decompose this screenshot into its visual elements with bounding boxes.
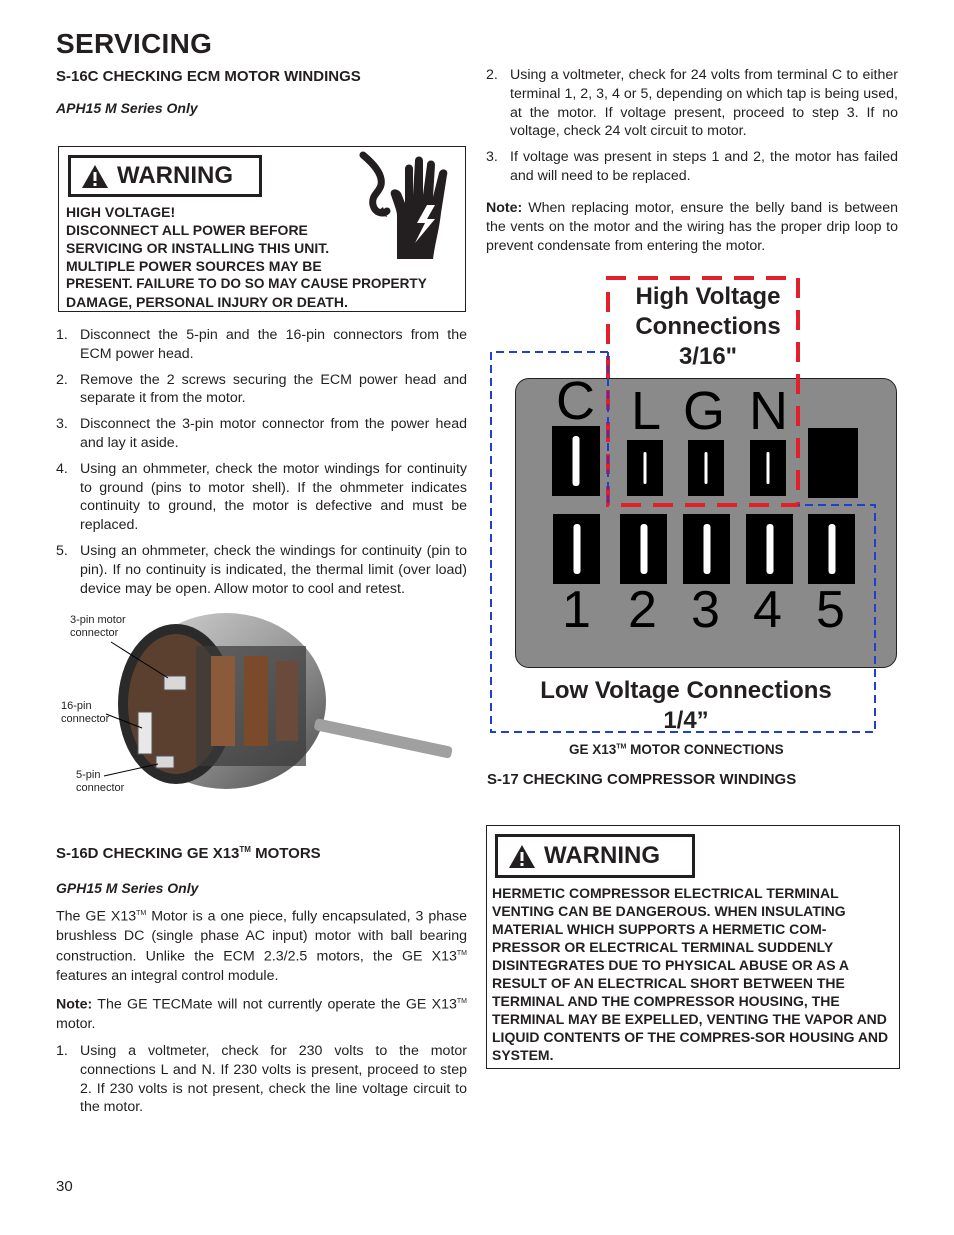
- compressor-warning-text: HERMETIC COMPRESSOR ELECTRICAL TERMINAL …: [492, 885, 889, 1063]
- list-item: 3.Disconnect the 3-pin motor connector f…: [56, 416, 467, 451]
- s16d-heading: S-16D CHECKING GE X13TM MOTORS: [56, 845, 321, 862]
- warning-line: DAMAGE, PERSONAL INJURY OR DEATH.: [66, 294, 348, 310]
- warning-badge: WARNING: [495, 834, 695, 878]
- list-item: 1.Disconnect the 5-pin and the 16-pin co…: [56, 327, 467, 362]
- right-steps: 2.Using a voltmeter, check for 24 volts …: [486, 66, 898, 193]
- s16d-paragraph: The GE X13TM Motor is a one piece, fully…: [56, 908, 467, 984]
- list-item: 4.Using an ohmmeter, check the motor win…: [56, 460, 467, 534]
- s16d-note: Note: The GE TECMate will not currently …: [56, 996, 467, 1032]
- s16c-subtitle: APH15 M Series Only: [56, 100, 198, 116]
- diagram-caption: GE X13TM MOTOR CONNECTIONS: [569, 742, 784, 757]
- warning-line: DISCONNECT ALL POWER BEFORE: [66, 222, 308, 238]
- warning-line: PRESENT. FAILURE TO DO SO MAY CAUSE PROP…: [66, 276, 427, 291]
- page-title: SERVICING: [56, 28, 213, 59]
- terminal-letter-g: G: [683, 381, 726, 441]
- pin-l: [627, 440, 663, 496]
- terminal-number-2: 2: [628, 581, 657, 639]
- compressor-warning-box: WARNING HERMETIC COMPRESSOR ELECTRICAL T…: [486, 825, 900, 1069]
- low-voltage-label: Low Voltage Connections 1/4”: [540, 677, 832, 734]
- terminal-letter-c: C: [556, 371, 595, 431]
- pin-n: [750, 440, 786, 496]
- s16c-heading: S-16C CHECKING ECM MOTOR WINDINGS: [56, 68, 361, 85]
- terminal-number-1: 1: [562, 581, 591, 639]
- warning-badge-label: WARNING: [117, 162, 233, 189]
- terminal-number-3: 3: [691, 581, 720, 639]
- pin-blank: [808, 428, 858, 498]
- pin-1: [553, 514, 600, 584]
- terminal-letter-l: L: [631, 381, 662, 441]
- pin-g: [688, 440, 724, 496]
- three-pin-label: 3-pin motor connector: [70, 614, 126, 639]
- s17-heading: S-17 CHECKING COMPRESSOR WINDINGS: [487, 771, 797, 788]
- list-item: 2.Remove the 2 screws securing the ECM p…: [56, 371, 467, 407]
- warning-line: HIGH VOLTAGE!: [66, 204, 176, 220]
- s16c-steps: 1.Disconnect the 5-pin and the 16-pin co…: [56, 326, 467, 605]
- warning-line: SERVICING OR INSTALLING THIS UNIT.: [66, 240, 330, 256]
- five-pin-label: 5-pin connector: [76, 769, 125, 794]
- high-voltage-warning-box: WARNING HIGH VOLTAGE! DISCONNECT ALL POW…: [58, 146, 466, 312]
- s16d-subtitle: GPH15 M Series Only: [56, 880, 199, 896]
- list-item: 2.Using a voltmeter, check for 24 volts …: [486, 67, 898, 140]
- warning-badge: WARNING: [68, 155, 262, 197]
- warning-badge-label: WARNING: [544, 842, 660, 869]
- list-item: 5.Using an ohmmeter, check the windings …: [56, 542, 467, 597]
- low-voltage-outline: [490, 351, 876, 733]
- page-number: 30: [56, 1178, 73, 1195]
- terminal-number-4: 4: [753, 581, 782, 639]
- warning-triangle-icon: [82, 164, 108, 188]
- sixteen-pin-label: 16-pin connector: [61, 700, 110, 725]
- high-voltage-warning-text: HIGH VOLTAGE! DISCONNECT ALL POWER BEFOR…: [66, 203, 462, 311]
- pin-c: [552, 426, 600, 496]
- warning-line: MULTIPLE POWER SOURCES MAY BE: [66, 258, 322, 274]
- pin-3: [683, 514, 730, 584]
- pin-2: [620, 514, 667, 584]
- terminal-letter-n: N: [749, 381, 788, 441]
- warning-triangle-icon: [509, 844, 535, 868]
- electric-shock-hand-icon: [359, 151, 448, 259]
- terminal-number-5: 5: [816, 581, 845, 639]
- pin-4: [746, 514, 793, 584]
- pin-5: [808, 514, 855, 584]
- high-voltage-outline: [606, 276, 800, 507]
- replacement-note: Note: When replacing motor, ensure the b…: [486, 200, 898, 254]
- list-item: 1.Using a voltmeter, check for 230 volts…: [56, 1043, 467, 1116]
- list-item: 3.If voltage was present in steps 1 and …: [486, 149, 898, 184]
- high-voltage-label: High Voltage Connections 3/16": [635, 283, 781, 370]
- ecm-motor-photo: [103, 613, 453, 789]
- s16d-steps: 1.Using a voltmeter, check for 230 volts…: [56, 1042, 467, 1124]
- connection-region-outlines: [490, 276, 876, 733]
